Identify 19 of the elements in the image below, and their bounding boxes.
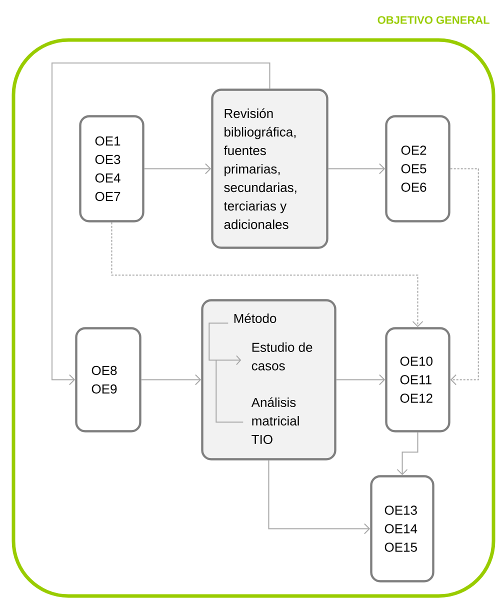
arrow <box>396 432 418 476</box>
arrow <box>450 168 479 386</box>
arrow <box>336 374 386 386</box>
method-text: Estudio de casos <box>252 342 312 370</box>
arrow <box>52 62 270 386</box>
process-box: Revisión bibliográfica, fuentes primarias, secundarias, terciarias y adicionales <box>211 88 328 249</box>
process-box: OE1 OE3 OE4 OE7 <box>79 115 144 222</box>
process-box: OE13 OE14 OE15 <box>370 475 434 582</box>
arrow <box>111 222 424 328</box>
process-box: OE10 OE11 OE12 <box>385 327 450 432</box>
process-box: OE2 OE5 OE6 <box>385 115 450 222</box>
frame-title: OBJETIVO GENERAL <box>378 16 490 24</box>
arrow <box>140 374 202 386</box>
method-text: Método <box>234 313 276 324</box>
method-text: Análisis matricial TIO <box>251 397 299 444</box>
arrow <box>268 460 370 534</box>
arrow <box>144 163 212 174</box>
arrow <box>328 163 386 174</box>
process-box: OE8 OE9 <box>75 327 142 432</box>
